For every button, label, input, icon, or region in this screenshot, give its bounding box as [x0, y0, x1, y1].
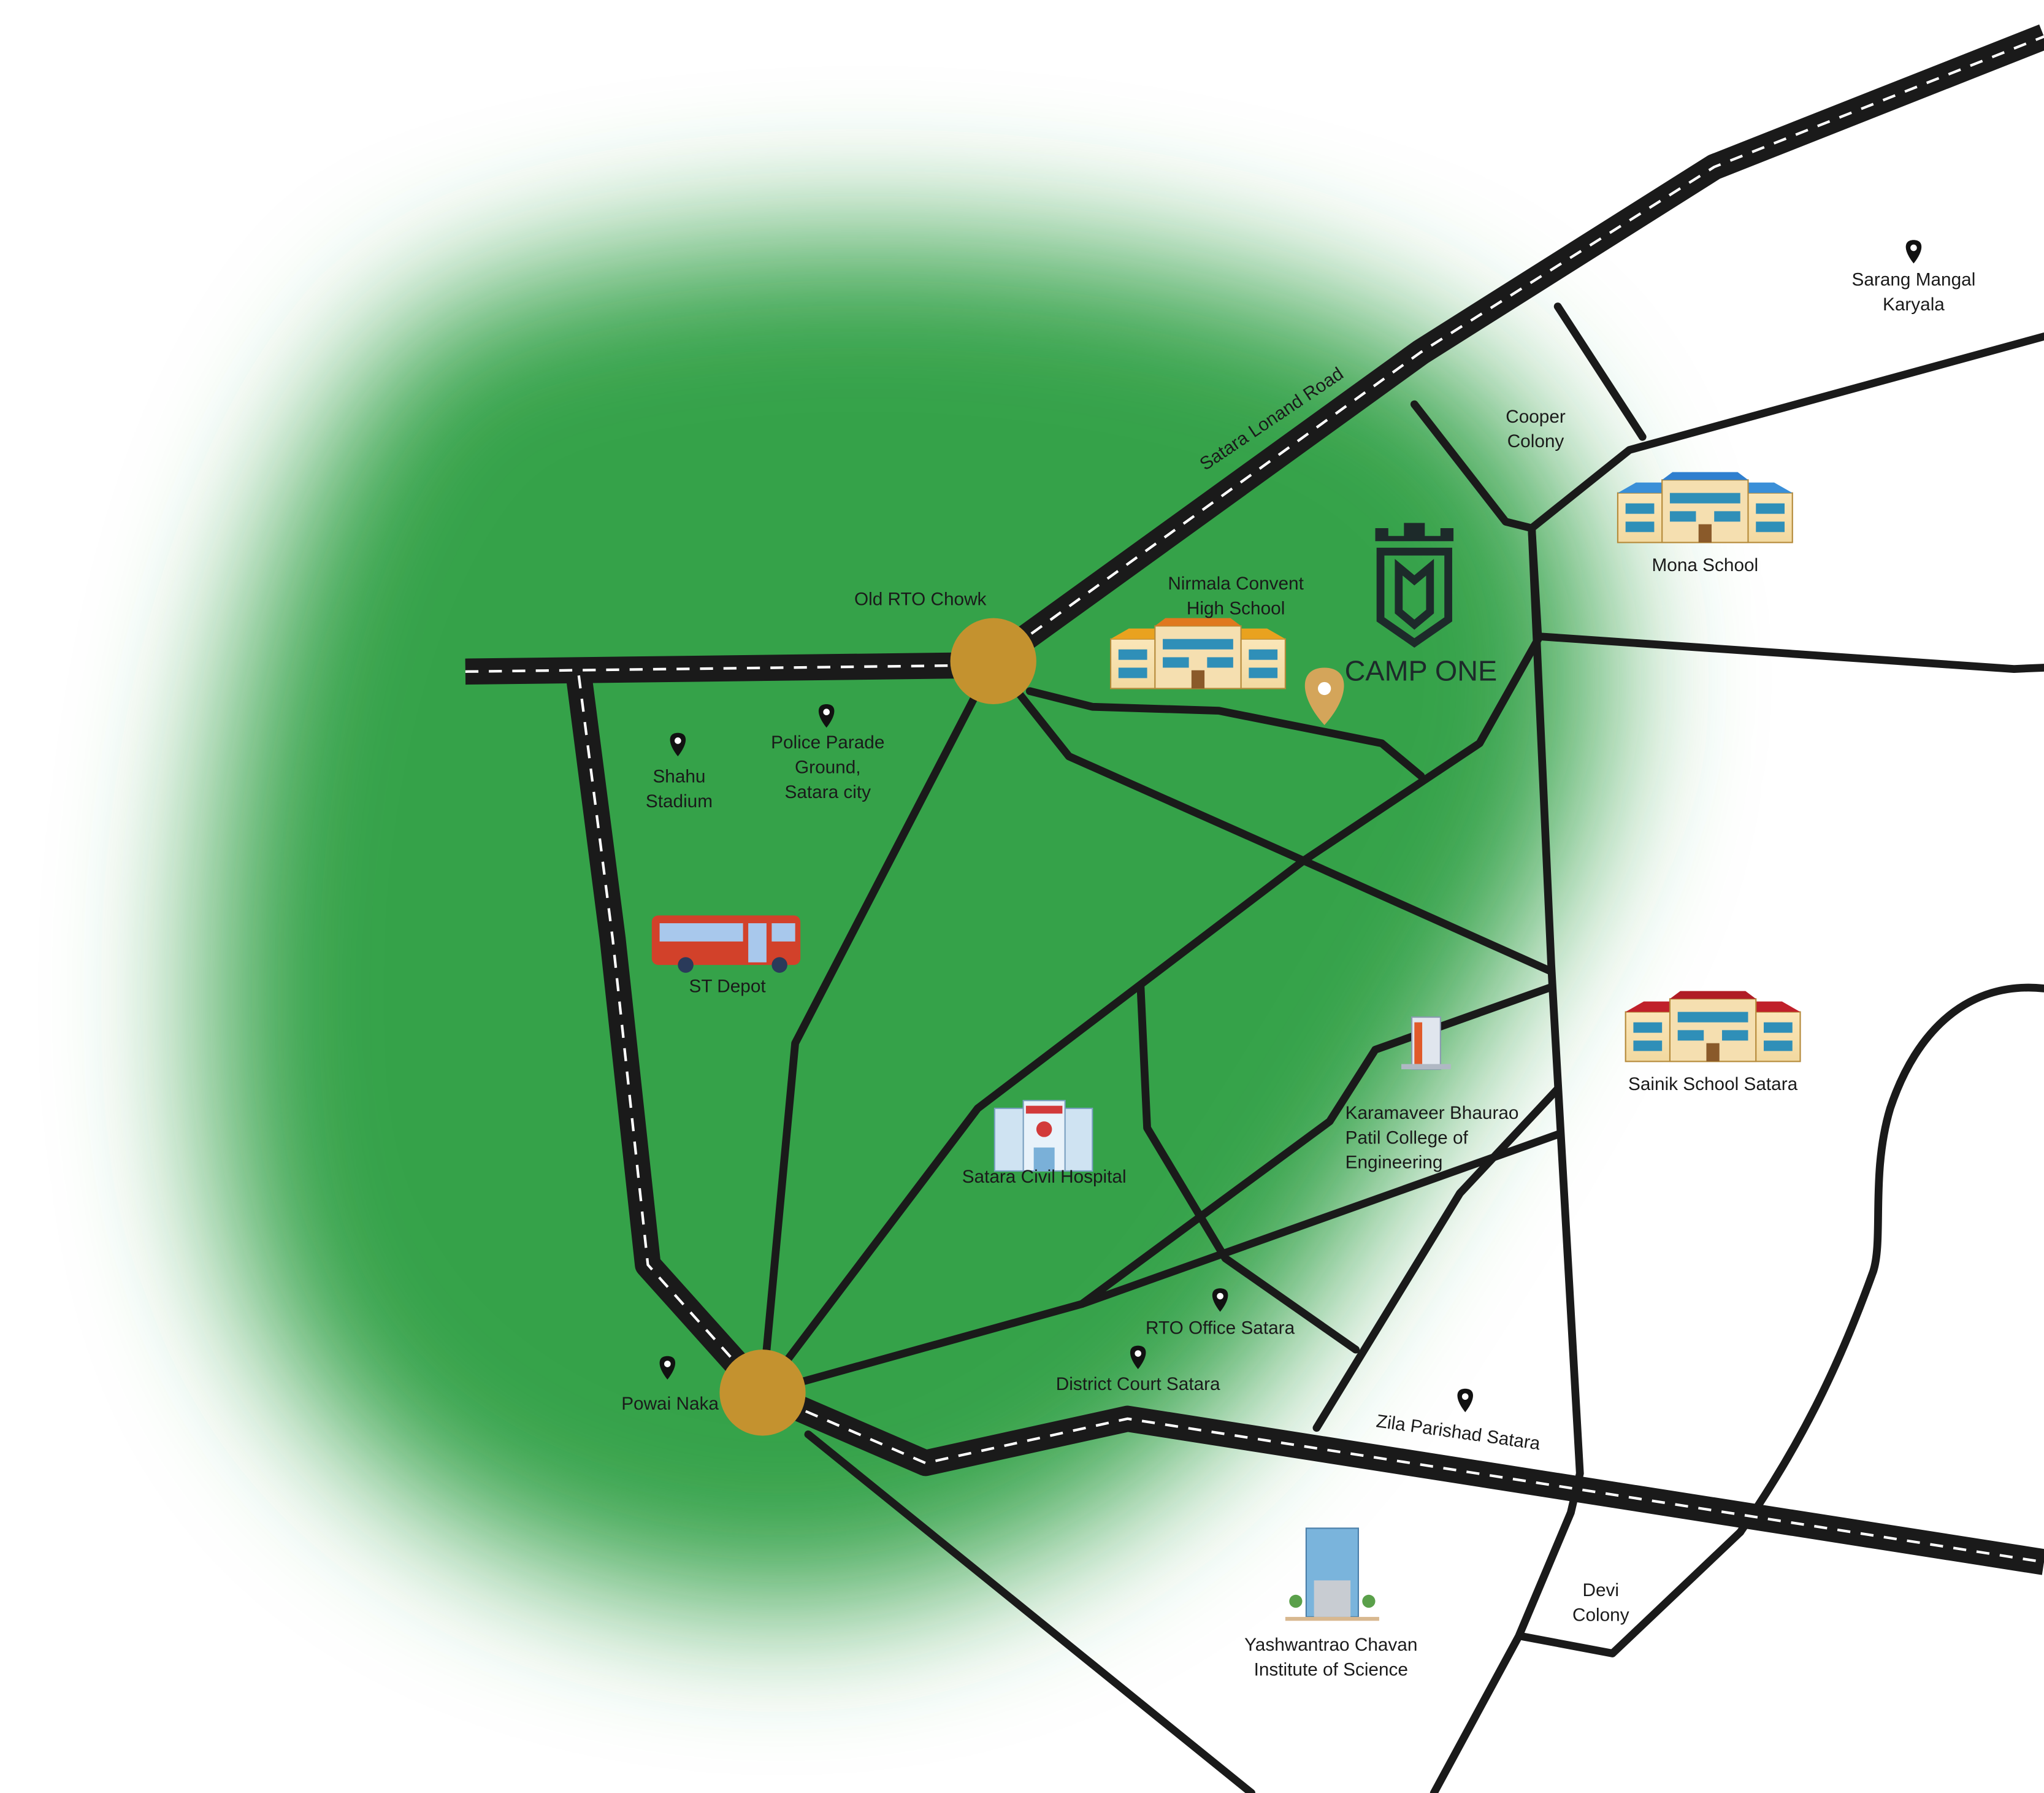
major-roads	[465, 24, 2044, 1575]
bus-icon	[651, 915, 801, 973]
map-pin-icon	[1212, 1288, 1228, 1312]
brand-name: CAMP ONE	[1345, 655, 1498, 687]
junction-old-rto-chowk[interactable]	[950, 618, 1036, 704]
hospital-icon	[993, 1100, 1093, 1172]
map-pin-icon	[659, 1356, 676, 1380]
map-pin-icon	[818, 704, 835, 728]
castle-shield-icon	[1375, 523, 1454, 648]
junction-powai-naka[interactable]	[719, 1350, 806, 1436]
label-mona-school: Mona School	[1652, 555, 1759, 575]
map-pin-icon	[1130, 1345, 1146, 1370]
camp-one-location-pin-icon[interactable]	[1304, 667, 1344, 725]
label-old-rto-chowk: Old RTO Chowk	[854, 589, 987, 609]
label-civil-hospital: Satara Civil Hospital	[962, 1167, 1127, 1187]
institute-building-icon	[1285, 1527, 1379, 1621]
local-roads	[759, 302, 2044, 1793]
label-district-court: District Court Satara	[1056, 1374, 1220, 1394]
road-label-zila-parishad: Zila Parishad Satara	[1375, 1411, 1542, 1454]
coverage-zone	[209, 237, 1602, 1607]
school-building-icon	[1625, 991, 1801, 1062]
college-building-icon	[1401, 1016, 1451, 1070]
map-pin-icon	[1457, 1388, 1473, 1413]
school-building-icon	[1109, 618, 1286, 689]
label-rto-office: RTO Office Satara	[1146, 1318, 1295, 1338]
map-pin-icons	[659, 240, 1922, 1413]
label-powai-naka: Powai Naka	[621, 1394, 719, 1414]
label-sainik-school: Sainik School Satara	[1628, 1074, 1798, 1094]
school-building-icon	[1617, 472, 1793, 543]
label-st-depot: ST Depot	[689, 977, 767, 997]
map-pin-icon	[1905, 240, 1922, 264]
map-pin-icon	[670, 732, 686, 756]
